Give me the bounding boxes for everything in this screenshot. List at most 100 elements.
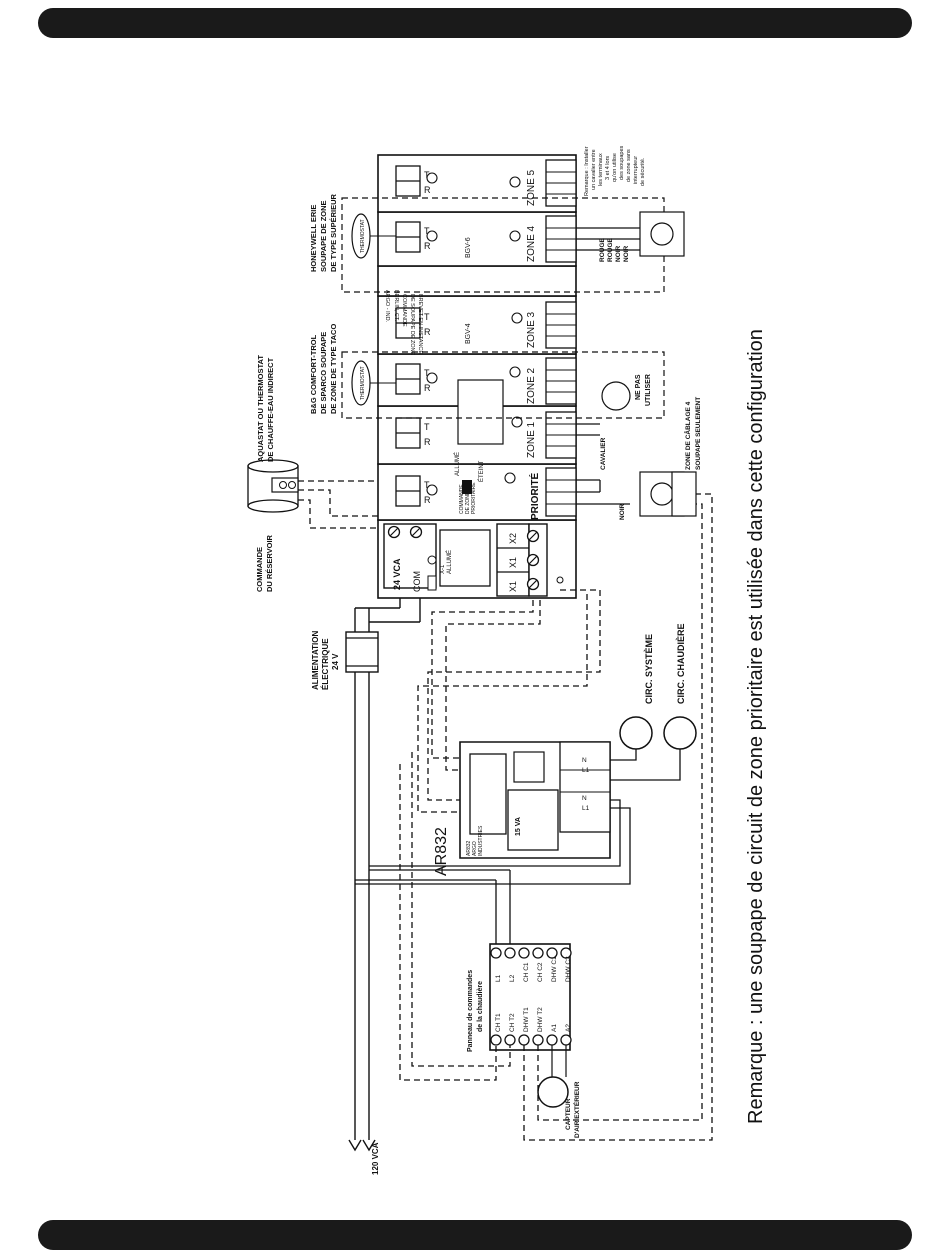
fuse-window (439, 529, 491, 587)
aquastat-label-2: DE CHAUFFE-EAU INDIRECT (266, 357, 275, 462)
jumper-remark: Remarque : Installer un cavalier entre l… (584, 146, 646, 196)
zone-3-label: ZONE 3 (526, 311, 537, 348)
svg-text:L1: L1 (495, 974, 502, 982)
svg-text:CH C1: CH C1 (523, 962, 530, 982)
rt-labels: TR TR TR TR TR TR (424, 170, 431, 505)
solid-interconnects (355, 799, 631, 944)
r-label: R (424, 327, 431, 337)
zone-valve-window (457, 379, 504, 445)
r-label: R (424, 241, 431, 251)
reservoir-aquastat (247, 459, 299, 513)
bg-taco-label-3: DE ZONE DE TYPE TACO (329, 324, 338, 414)
commande-zone-2: DE ZONE (465, 491, 471, 514)
svg-text:Remarque : Installer: Remarque : Installer (584, 146, 590, 196)
r-label: R (424, 185, 431, 195)
commande-zone-1: COMMANDE (459, 484, 465, 514)
svg-text:BERLIN, CT.: BERLIN, CT. (393, 290, 399, 322)
argo-panel: ARGO - IND. BERLIN, CT. COMMANDE DE SOUP… (384, 290, 423, 356)
svg-text:N: N (582, 757, 587, 764)
t-label: T (424, 226, 430, 236)
svg-text:COMMANDE: COMMANDE (401, 294, 407, 327)
r-label: R (424, 437, 431, 447)
r-label: R (424, 383, 431, 393)
x1-allume-2: ALLUMÉ (446, 550, 453, 574)
thermostat-connectors (395, 165, 421, 507)
t-label: T (424, 170, 430, 180)
outdoor-sensor-icon (537, 1076, 569, 1108)
rouge-label: ROUGE (599, 238, 606, 263)
section-outlines (341, 197, 665, 419)
boiler-panel (489, 943, 571, 1051)
honeywell-label-1: HONEYWELL ERIE (309, 205, 318, 272)
bg-taco-label-2: DE SPARCO SOUPAPE (319, 332, 328, 414)
svg-text:AR832: AR832 (466, 840, 472, 856)
boiler-terminals (490, 947, 572, 1046)
commande-zone-3: PRIORITAIRE (471, 482, 477, 514)
zone-cabling-label-2: SOUPAPE SEULEMENT (695, 397, 702, 470)
ar832-small-text: AR832 ARGO INDUSTRIES (466, 825, 484, 856)
t-label: T (424, 312, 430, 322)
rouge-label: ROUGE (607, 238, 614, 263)
ne-pas-label-1: NE PAS (635, 374, 642, 400)
ar832-label: AR832 (433, 827, 450, 876)
terminal-dividers (546, 171, 576, 505)
zone-5-label: ZONE 5 (526, 169, 537, 206)
allume-label: ALLUMÉ (454, 452, 461, 476)
priorite-label: PRIORITÉ (528, 472, 541, 520)
svg-text:de sécurité.: de sécurité. (640, 157, 646, 186)
svg-text:CH C2: CH C2 (537, 962, 544, 982)
honeywell-label-3: DE TYPE SUPÉRIEUR (329, 193, 338, 272)
svg-text:des soupapes: des soupapes (619, 146, 625, 180)
power-24v-label-3: 24 V (331, 653, 340, 670)
svg-text:L1: L1 (582, 805, 590, 812)
ar832-board (459, 741, 611, 859)
aquastat-wires (298, 480, 405, 529)
valve-wires (576, 227, 640, 505)
bottom-decorative-bar (38, 1220, 912, 1250)
svg-text:un cavalier entre: un cavalier entre (591, 149, 597, 190)
eteint-label: ÉTEINT (478, 460, 485, 482)
svg-text:DHW C1: DHW C1 (551, 956, 558, 982)
cavalier-label: CAVALIER (600, 437, 607, 470)
x1-allume-1: X-1 (440, 564, 446, 574)
svg-text:INDUSTRIES: INDUSTRIES (478, 825, 484, 856)
svg-text:de zone sans: de zone sans (626, 149, 632, 182)
svg-text:3 et 4 lors: 3 et 4 lors (605, 156, 611, 180)
power-24v-label-2: ÉLECTRIQUE (321, 638, 330, 690)
vca-label: 24 VCA (392, 558, 402, 590)
noir-label: NOIR (615, 245, 622, 262)
zone-1-label: ZONE 1 (526, 421, 537, 458)
boiler-title-2: de la chaudière (477, 981, 484, 1032)
svg-text:N: N (582, 795, 587, 802)
power-in-label: 120 VCA (371, 1142, 380, 1175)
zone-4-label: ZONE 4 (526, 225, 537, 262)
svg-text:A1: A1 (551, 1024, 558, 1032)
dashed-interconnects (399, 493, 713, 1141)
noir-label: NOIR (623, 245, 630, 262)
x-term-3: X2 (508, 533, 518, 544)
svg-text:DHW T2: DHW T2 (537, 1007, 544, 1032)
svg-text:ARGO: ARGO (472, 841, 478, 856)
svg-text:BREVET EN INSTANCE: BREVET EN INSTANCE (417, 294, 423, 354)
circulator-wires (610, 749, 681, 781)
ar832-transformer-label: 15 VA (515, 817, 522, 836)
bg-taco-label-1: B&G COMFORT-TROL (309, 334, 318, 414)
end-switch-box (639, 211, 685, 517)
t-label: T (424, 422, 430, 432)
priority-switch (462, 480, 472, 494)
outdoor-sensor-label-2: D'AIR EXTÉRIEUR (572, 1081, 581, 1138)
t-label: T (424, 480, 430, 490)
x-term-1: X1 (508, 581, 518, 592)
ne-pas-label-2: UTILISER (645, 374, 652, 406)
zone-2-label: ZONE 2 (526, 367, 537, 404)
r-label: R (424, 495, 431, 505)
transformer-24v (345, 631, 379, 673)
circ-chaudiere-label: CIRC. CHAUDIÈRE (676, 623, 686, 704)
svg-text:interrupteur: interrupteur (633, 156, 639, 184)
top-decorative-bar (38, 8, 912, 38)
svg-text:L2: L2 (509, 974, 516, 982)
t-label: T (424, 368, 430, 378)
noir-label: NOIR (619, 503, 626, 520)
thermostat-text: THERMOSTAT (360, 219, 366, 253)
